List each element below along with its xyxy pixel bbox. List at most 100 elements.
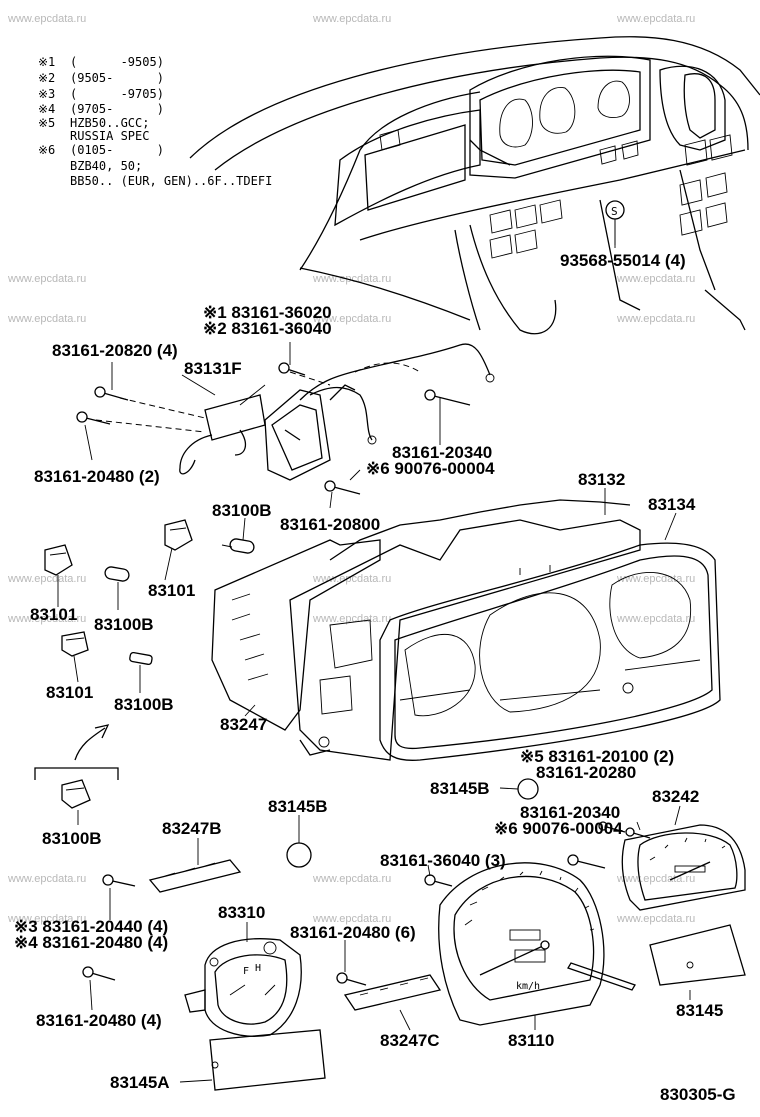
note-mark: ※1 — [38, 55, 55, 69]
bulb-icon — [129, 651, 153, 666]
label-83161-20820: 83161-20820 (4) — [52, 341, 178, 360]
group-bracket — [34, 724, 119, 780]
temp-hot-mark: H — [255, 963, 261, 974]
screw-callout-symbol: S — [611, 205, 618, 218]
lens-83145b-small — [517, 778, 539, 800]
label-83247: 83247 — [220, 715, 267, 734]
bolt-icon — [336, 972, 367, 986]
note-text: ( -9505) — [70, 55, 164, 69]
watermark: www.epcdata.ru — [7, 613, 86, 625]
watermark: www.epcdata.ru — [7, 573, 86, 585]
tachometer-drawing — [621, 824, 746, 911]
label-83145: 83145 — [676, 1001, 723, 1020]
bolt-icon — [625, 827, 651, 839]
watermark: www.epcdata.ru — [312, 913, 391, 925]
note-text: BZB40, 50; — [70, 159, 142, 173]
watermark: www.epcdata.ru — [7, 313, 86, 325]
watermark: www.epcdata.ru — [312, 873, 391, 885]
watermark: www.epcdata.ru — [616, 873, 695, 885]
watermark: www.epcdata.ru — [7, 273, 86, 285]
note-mark: ※6 — [38, 143, 55, 157]
bolt-icon — [424, 874, 453, 887]
label-83161-36020: ※1 83161-36020 — [203, 303, 332, 322]
label-83247c: 83247C — [380, 1031, 440, 1050]
note-text: HZB50..GCC; — [70, 116, 149, 130]
label-83161-20340-a: 83161-20340 — [392, 443, 492, 462]
label-83100b-d: 83100B — [42, 829, 102, 848]
watermark: www.epcdata.ru — [616, 273, 695, 285]
wiring-harness-drawing — [95, 343, 495, 481]
bolt-icon — [102, 874, 136, 887]
watermarks: www.epcdata.ru www.epcdata.ru www.epcdat… — [7, 13, 695, 925]
label-83161-20480-4a: ※4 83161-20480 (4) — [14, 933, 168, 952]
note-mark: ※4 — [38, 102, 55, 116]
printed-circuit-83247c — [343, 974, 442, 1011]
bolt-icon — [424, 389, 471, 406]
watermark: www.epcdata.ru — [616, 913, 695, 925]
label-83100b-b: 83100B — [94, 615, 154, 634]
speedometer-drawing: km/h — [438, 862, 636, 1026]
lens-panels — [209, 924, 746, 1091]
socket-icon — [44, 544, 73, 576]
watermark: www.epcdata.ru — [7, 13, 86, 25]
bolt-icon — [76, 411, 111, 425]
note-text: ( -9705) — [70, 87, 164, 101]
watermark: www.epcdata.ru — [312, 313, 391, 325]
label-83110: 83110 — [508, 1031, 554, 1050]
label-83101-b: 83101 — [30, 605, 77, 624]
fuel-full-mark: F — [243, 966, 249, 977]
watermark: www.epcdata.ru — [312, 613, 391, 625]
diagram-code: 830305-G — [660, 1085, 736, 1104]
watermark: www.epcdata.ru — [312, 273, 391, 285]
note-text: BB50.. (EUR, GEN)..6F..TDEFI — [70, 174, 272, 188]
label-83145b-a: 83145B — [430, 779, 490, 798]
label-83100b-c: 83100B — [114, 695, 174, 714]
bolt-icon — [278, 362, 306, 376]
watermark: www.epcdata.ru — [616, 13, 695, 25]
bolt-icon — [82, 966, 116, 981]
label-83161-20340-b: 83161-20340 — [520, 803, 620, 822]
label-90076-00004-a: ※6 90076-00004 — [366, 459, 495, 478]
label-83310: 83310 — [218, 903, 265, 922]
label-83161-20440: ※3 83161-20440 (4) — [14, 917, 168, 936]
watermark: www.epcdata.ru — [7, 873, 86, 885]
bolt-icon — [94, 386, 129, 401]
combination-meter-drawing — [211, 499, 721, 761]
socket-icon — [164, 519, 193, 551]
part-labels: 93568-55014 (4) ※1 83161-36020 ※2 83161-… — [14, 251, 736, 1104]
label-83145a: 83145A — [110, 1073, 170, 1092]
label-83132: 83132 — [578, 470, 625, 489]
speedometer-unit: km/h — [516, 981, 540, 992]
lens-83145b — [286, 842, 312, 868]
note-mark: ※3 — [38, 87, 55, 101]
label-83161-20100: ※5 83161-20100 (2) — [520, 747, 674, 766]
label-83134: 83134 — [648, 495, 696, 514]
label-83247b: 83247B — [162, 819, 222, 838]
watermark: www.epcdata.ru — [616, 613, 695, 625]
label-83100b-top: 83100B — [212, 501, 272, 520]
label-83131f: 83131F — [184, 359, 242, 378]
bulb-socket-icons — [44, 519, 255, 809]
watermark: www.epcdata.ru — [312, 13, 391, 25]
label-83101-a: 83101 — [148, 581, 195, 600]
watermark: www.epcdata.ru — [312, 573, 391, 585]
label-83101-c: 83101 — [46, 683, 93, 702]
note-mark: ※5 — [38, 116, 55, 130]
label-83242: 83242 — [652, 787, 699, 806]
label-83161-36040: ※2 83161-36040 — [203, 319, 332, 338]
label-83161-20800: 83161-20800 — [280, 515, 380, 534]
fuel-temp-gauge-drawing: F H — [184, 938, 302, 1037]
bolt-icon — [598, 821, 626, 833]
bulb-icon — [104, 566, 130, 582]
bolt-icon — [324, 480, 361, 495]
label-90076-00004-b: ※6 90076-00004 — [494, 819, 623, 838]
note-text: (9505- ) — [70, 71, 164, 85]
label-83161-36040-3: 83161-36040 (3) — [380, 851, 506, 870]
label-83161-20480-2: 83161-20480 (2) — [34, 467, 160, 486]
note-text: (0105- ) — [70, 143, 164, 157]
label-83161-20480-4b: 83161-20480 (4) — [36, 1011, 162, 1030]
note-text: (9705- ) — [70, 102, 164, 116]
label-83161-20280: 83161-20280 — [536, 763, 636, 782]
